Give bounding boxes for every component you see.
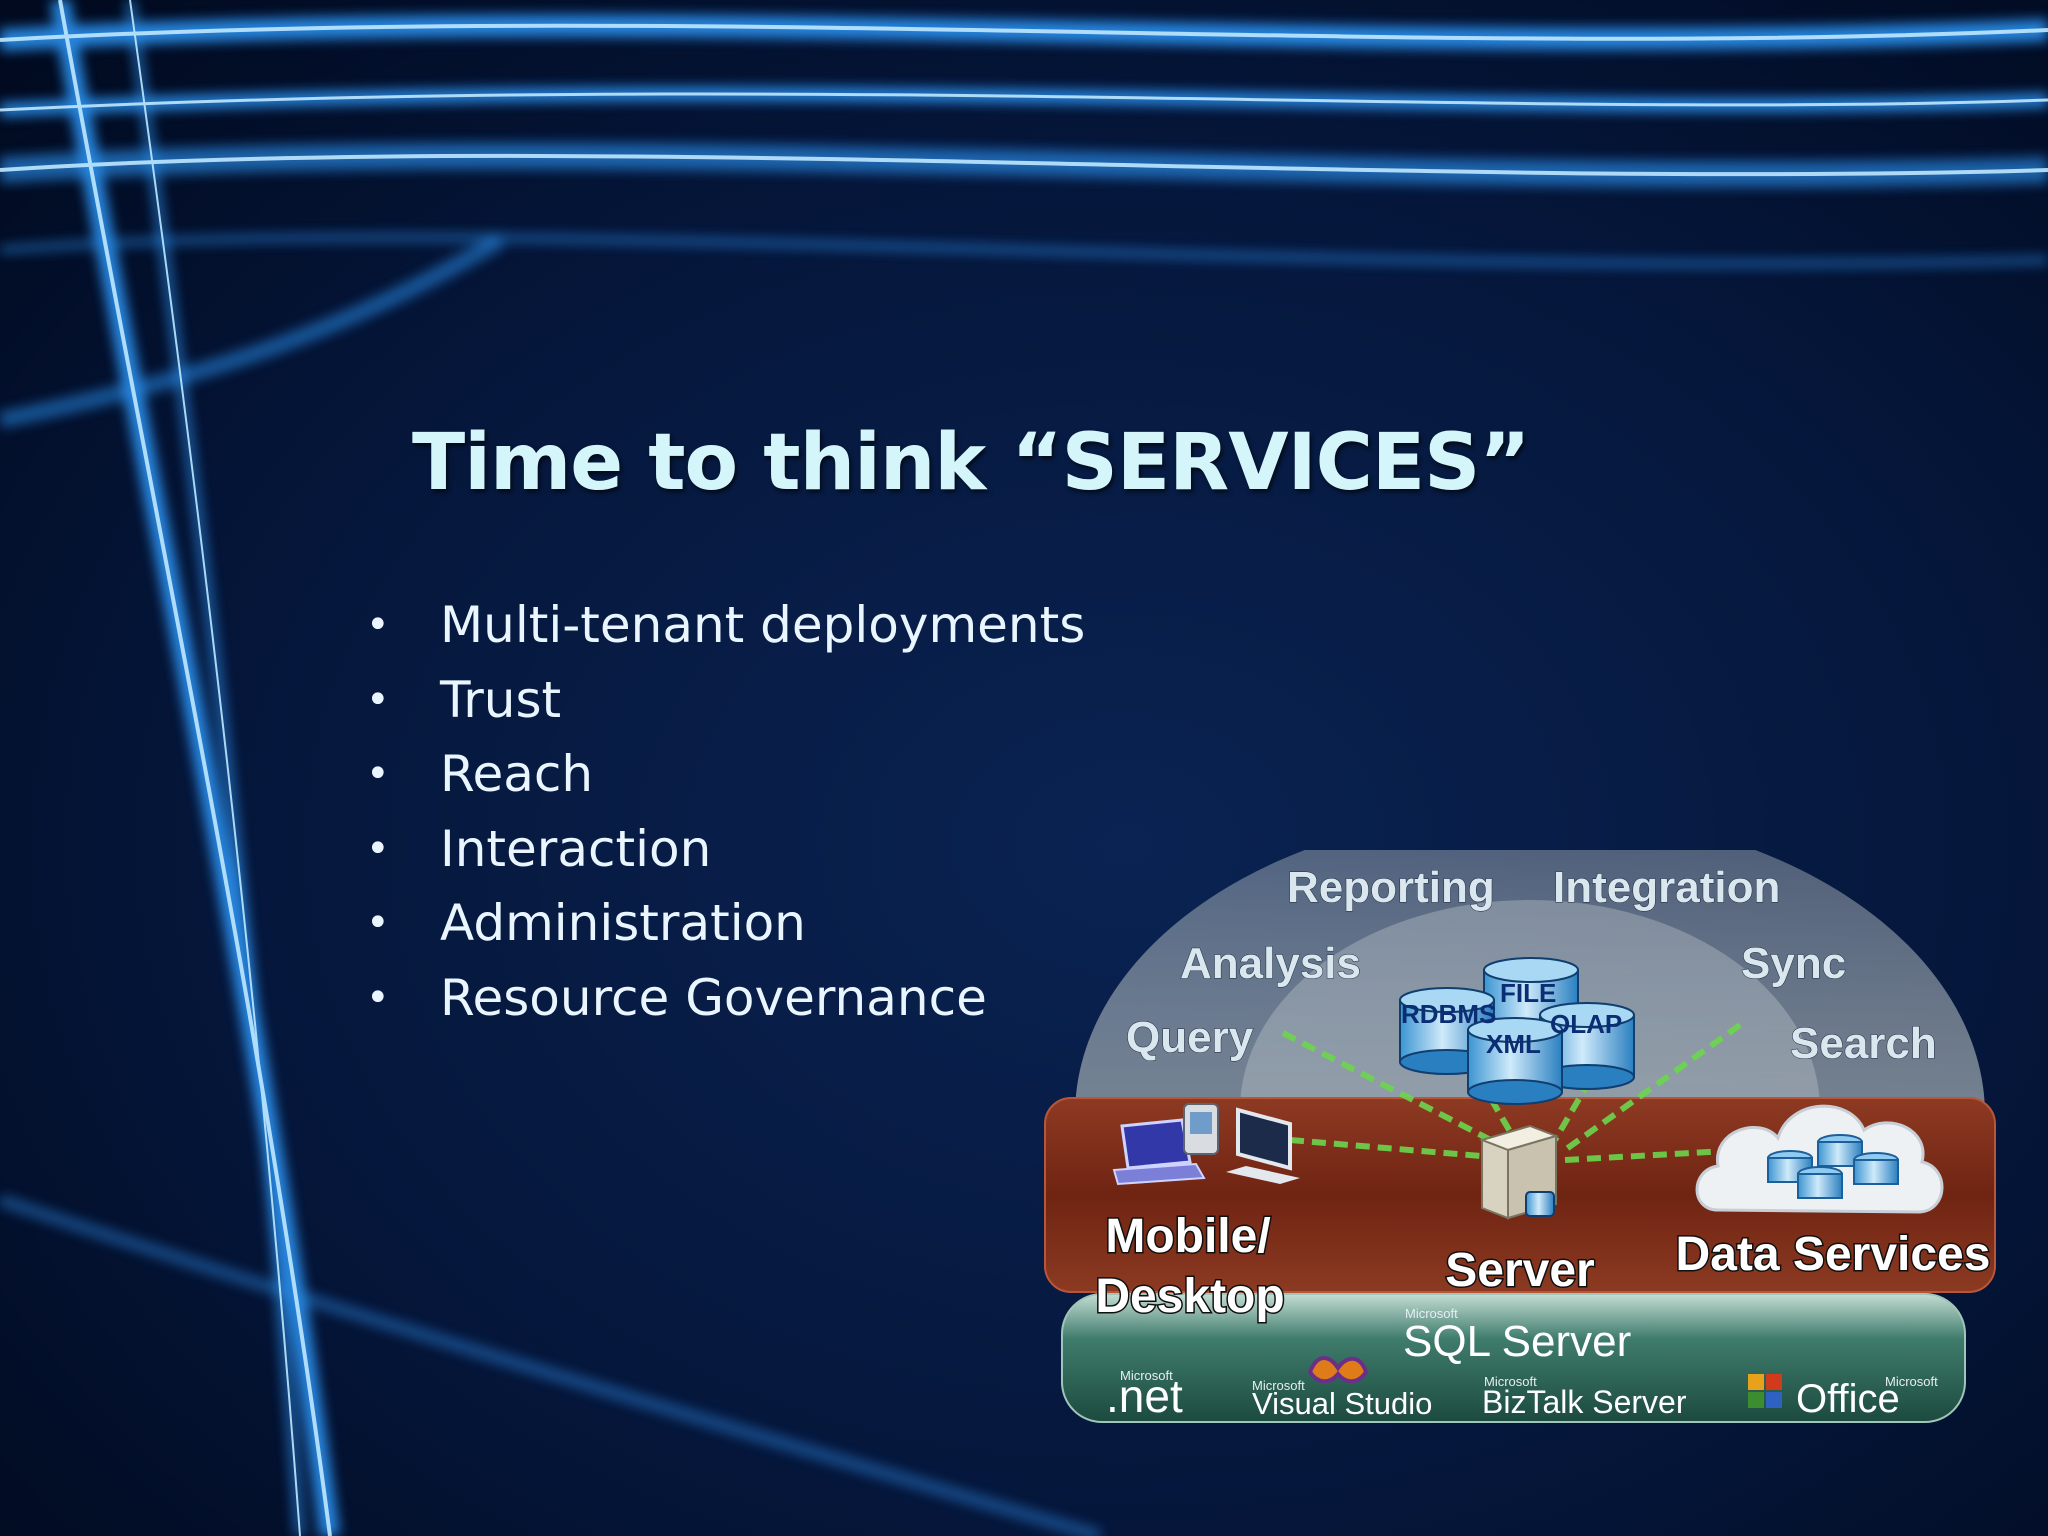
bullet-text: Interaction bbox=[440, 819, 712, 878]
store-label-rdbms: RDBMS bbox=[1401, 999, 1496, 1029]
service-label-analysis: Analysis bbox=[1180, 939, 1361, 988]
service-label-sync: Sync bbox=[1741, 939, 1846, 988]
bullet-glyph: • bbox=[366, 974, 390, 1021]
zone-label-data-services: Data Services bbox=[1676, 1228, 1991, 1281]
office-maker: Microsoft bbox=[1885, 1374, 1938, 1389]
store-label-file: FILE bbox=[1500, 978, 1556, 1008]
zone-label-desktop: Desktop bbox=[1095, 1270, 1284, 1323]
pda-icon bbox=[1183, 1103, 1219, 1155]
sql-server-maker: Microsoft bbox=[1405, 1306, 1458, 1321]
bullet-text: Reach bbox=[440, 745, 594, 803]
bullet-glyph: • bbox=[366, 825, 390, 872]
bullet-text: Administration bbox=[440, 894, 806, 952]
platform-bar bbox=[1061, 1293, 1966, 1423]
zone-label-server: Server bbox=[1445, 1244, 1594, 1297]
bullet-glyph: • bbox=[366, 751, 390, 797]
bullet-text: Resource Governance bbox=[440, 968, 987, 1027]
visual-studio-logo: Visual Studio bbox=[1252, 1386, 1432, 1421]
service-label-search: Search bbox=[1790, 1019, 1937, 1068]
database-cylinder-icon bbox=[1399, 987, 1495, 1075]
store-label-olap: OLAP bbox=[1550, 1009, 1622, 1039]
server-tower-icon bbox=[1478, 1124, 1560, 1220]
laptop-icon bbox=[1112, 1118, 1206, 1186]
dotnet-maker: Microsoft bbox=[1120, 1368, 1173, 1383]
slide-title: Time to think “SERVICES” bbox=[412, 418, 1531, 508]
office-logo: Office bbox=[1796, 1377, 1900, 1421]
desktop-monitor-icon bbox=[1226, 1107, 1300, 1184]
database-cylinder-icon bbox=[1467, 1017, 1563, 1105]
bullet-text: Multi-tenant deployments bbox=[440, 596, 1086, 654]
bullet-glyph: • bbox=[366, 676, 390, 723]
bullet-glyph: • bbox=[366, 900, 390, 946]
services-diagram: FILE RDBMS OLAP XML Reporting Integratio… bbox=[1044, 850, 1996, 1423]
cloud-database-icon bbox=[1695, 1104, 1944, 1214]
store-label-xml: XML bbox=[1486, 1029, 1541, 1059]
biztalk-logo: BizTalk Server bbox=[1482, 1384, 1687, 1420]
visual-studio-maker: Microsoft bbox=[1252, 1378, 1305, 1393]
data-store-stack: FILE RDBMS OLAP XML bbox=[1399, 957, 1635, 1105]
service-label-reporting: Reporting bbox=[1287, 863, 1495, 912]
sql-server-logo: SQL Server bbox=[1403, 1317, 1631, 1366]
visual-studio-logo-icon bbox=[1307, 1356, 1369, 1384]
biztalk-maker: Microsoft bbox=[1484, 1374, 1537, 1389]
database-cylinder-icon bbox=[1539, 1002, 1635, 1090]
service-label-query: Query bbox=[1126, 1013, 1254, 1062]
office-logo-icon bbox=[1748, 1374, 1782, 1408]
connector-lines bbox=[1281, 1022, 1746, 1163]
dotnet-logo: .net bbox=[1106, 1370, 1183, 1422]
bullet-text: Trust bbox=[440, 670, 562, 729]
service-label-integration: Integration bbox=[1553, 863, 1780, 912]
zone-label-mobile: Mobile/ bbox=[1105, 1210, 1270, 1263]
bullet-glyph: • bbox=[366, 602, 390, 648]
